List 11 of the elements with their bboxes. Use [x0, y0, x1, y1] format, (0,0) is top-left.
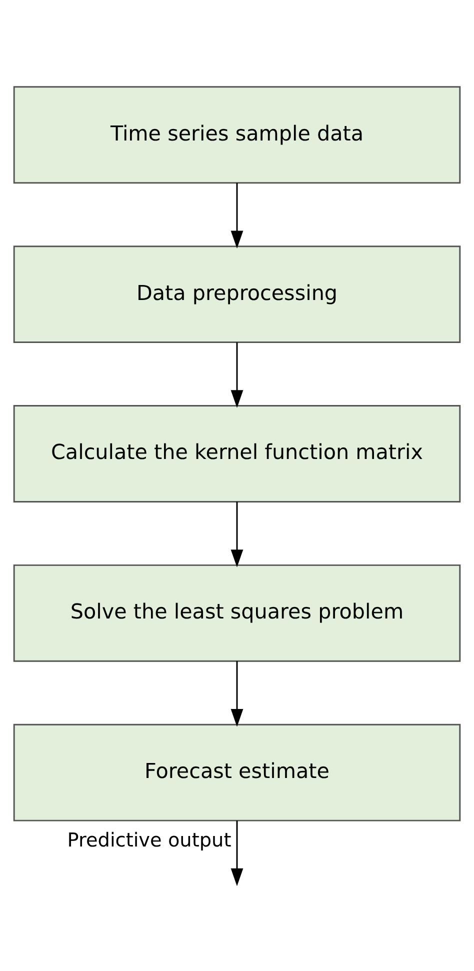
- node-box: Solve the least squares problem: [13, 564, 461, 662]
- node-box: Data preprocessing: [13, 245, 461, 343]
- arrow: [230, 182, 244, 248]
- arrow: [230, 820, 244, 886]
- node-box: Time series sample data: [13, 86, 461, 184]
- arrow: [230, 660, 244, 726]
- arrow: [230, 342, 244, 408]
- edge-label: Predictive output: [67, 828, 232, 852]
- node-box: Forecast estimate: [13, 723, 461, 821]
- node-box: Calculate the kernel function matrix: [13, 404, 461, 502]
- arrow: [230, 501, 244, 567]
